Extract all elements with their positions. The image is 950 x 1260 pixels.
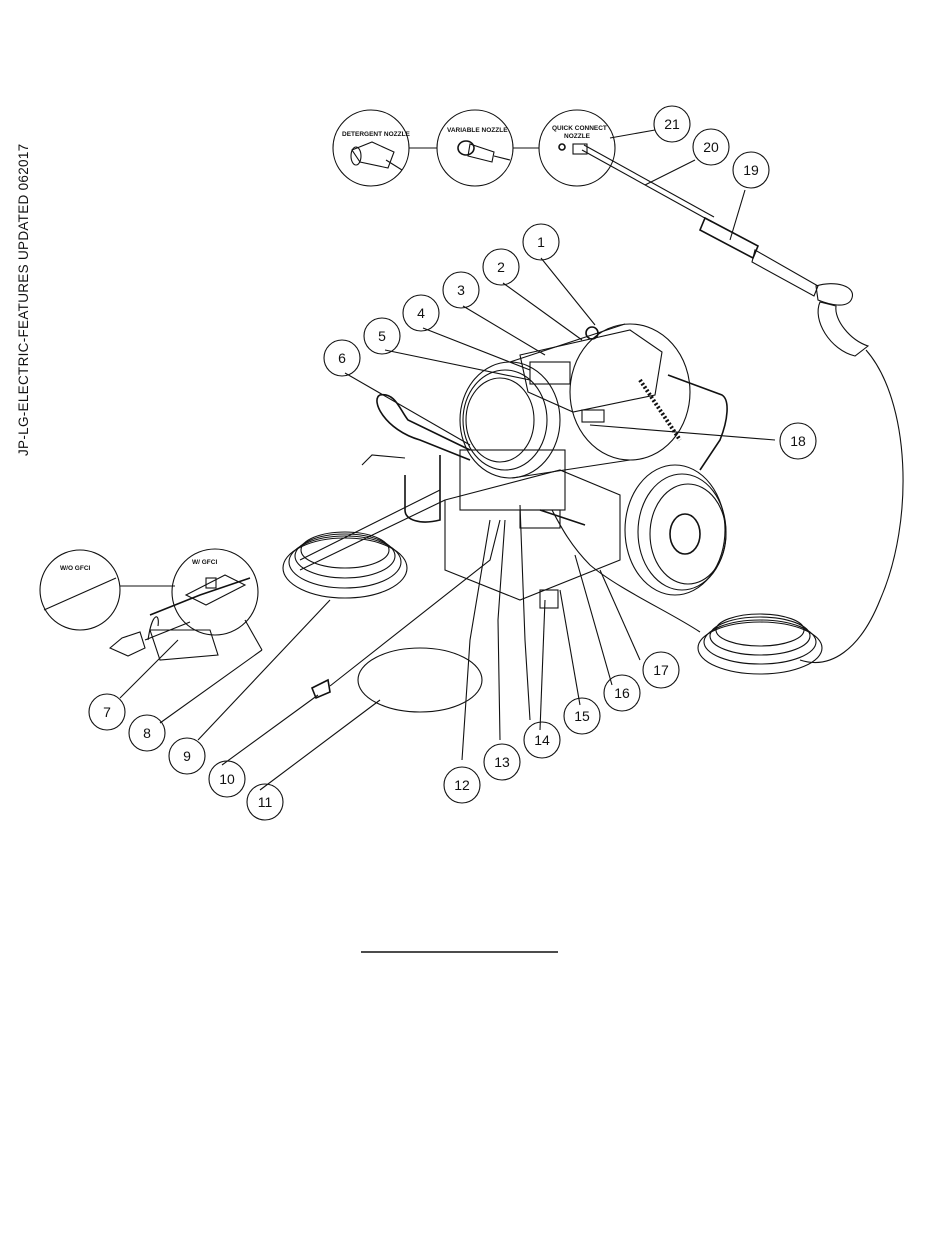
leader-lines — [120, 130, 775, 790]
callout-19: 19 — [733, 152, 769, 188]
callout-4-label: 4 — [417, 305, 425, 321]
callout-4: 4 — [403, 295, 439, 331]
quick-connect-nozzle-inset: QUICK CONNECT NOZZLE — [539, 110, 615, 186]
cart-frame — [300, 375, 727, 570]
electric-motor — [460, 324, 690, 478]
quick-connect-label-line1: QUICK CONNECT — [552, 125, 607, 132]
detergent-nozzle-inset: DETERGENT NOZZLE — [333, 110, 411, 186]
callout-21: 21 — [654, 106, 690, 142]
callout-20-label: 20 — [703, 139, 719, 155]
variable-nozzle-label: VARIABLE NOZZLE — [447, 127, 508, 134]
callout-18-label: 18 — [790, 433, 806, 449]
power-cord — [150, 532, 407, 615]
callout-9: 9 — [169, 738, 205, 774]
wheel — [625, 465, 726, 595]
callout-8-label: 8 — [143, 725, 151, 741]
callout-6: 6 — [324, 340, 360, 376]
with-gfci-label: W/ GFCI — [192, 559, 217, 566]
callout-10: 10 — [209, 761, 245, 797]
callout-13: 13 — [484, 744, 520, 780]
callout-18: 18 — [780, 423, 816, 459]
callout-19-label: 19 — [743, 162, 759, 178]
callout-17: 17 — [643, 652, 679, 688]
with-gfci-inset: W/ GFCI — [172, 549, 258, 635]
callout-1-label: 1 — [537, 234, 545, 250]
callout-11: 11 — [247, 784, 283, 820]
callout-12: 12 — [444, 767, 480, 803]
callout-6-label: 6 — [338, 350, 346, 366]
callout-7-label: 7 — [103, 704, 111, 720]
callout-16-label: 16 — [614, 685, 630, 701]
variable-nozzle-inset: VARIABLE NOZZLE — [437, 110, 513, 186]
callout-1: 1 — [523, 224, 559, 260]
callout-15: 15 — [564, 698, 600, 734]
callout-3-label: 3 — [457, 282, 465, 298]
callout-15-label: 15 — [574, 708, 590, 724]
high-pressure-hose — [552, 350, 903, 674]
callout-14: 14 — [524, 722, 560, 758]
callout-3: 3 — [443, 272, 479, 308]
callout-7: 7 — [89, 694, 125, 730]
callout-5: 5 — [364, 318, 400, 354]
callout-10-label: 10 — [219, 771, 235, 787]
callout-12-label: 12 — [454, 777, 470, 793]
detergent-nozzle-label: DETERGENT NOZZLE — [342, 131, 411, 138]
callout-20: 20 — [693, 129, 729, 165]
without-gfci-label: W/O GFCI — [60, 565, 91, 572]
pump-assembly — [445, 450, 620, 608]
callout-5-label: 5 — [378, 328, 386, 344]
callout-11-label: 11 — [258, 794, 273, 810]
callout-13-label: 13 — [494, 754, 510, 770]
callout-8: 8 — [129, 715, 165, 751]
callout-9-label: 9 — [183, 748, 191, 764]
callout-2: 2 — [483, 249, 519, 285]
callout-14-label: 14 — [534, 732, 550, 748]
quick-connect-label-line2: NOZZLE — [564, 133, 591, 140]
inlet-hose-and-filter — [312, 505, 530, 760]
callout-17-label: 17 — [653, 662, 669, 678]
callout-21-label: 21 — [664, 116, 680, 132]
callout-16: 16 — [604, 675, 640, 711]
callout-2-label: 2 — [497, 259, 505, 275]
